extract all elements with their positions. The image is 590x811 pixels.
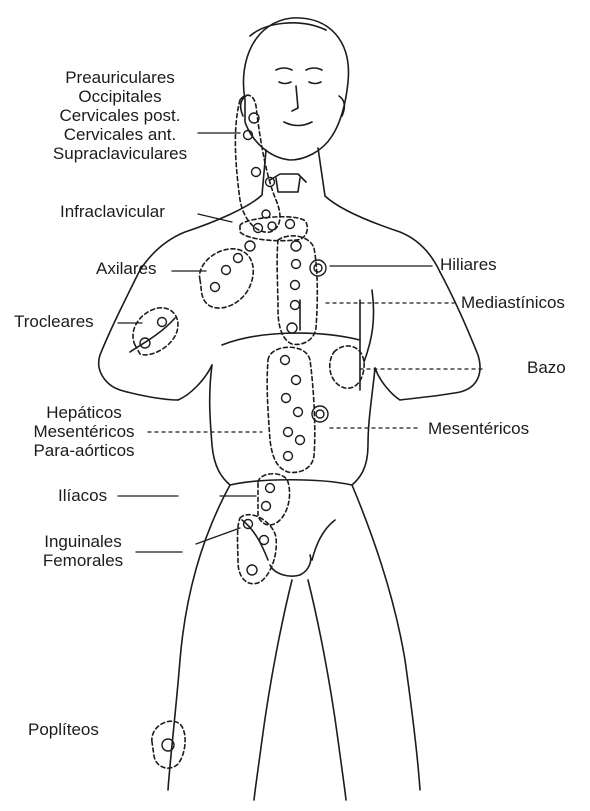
label-popliteos: Poplíteos [28,720,99,739]
popliteal-region [152,721,185,768]
axillary-region [200,249,254,308]
neck-outline [140,148,440,272]
label-inguinal-group: Inguinales Femorales [28,532,138,570]
label-head-group: Preauriculares Occipitales Cervicales po… [30,68,210,163]
iliac-region [258,474,290,525]
infraclavicular-region [240,217,307,241]
label-mesentericos-right: Mesentéricos [428,419,529,438]
label-inguinales: Inguinales [28,532,138,551]
label-trocleares: Trocleares [14,312,94,331]
label-mediastinicos: Mediastínicos [461,293,565,312]
label-abdominal-group: Hepáticos Mesentéricos Para-aórticos [6,403,162,460]
label-femorales: Femorales [28,551,138,570]
label-hepaticos: Hepáticos [6,403,162,422]
left-arm-outline [99,270,212,400]
label-occipitales: Occipitales [30,87,210,106]
label-hiliares: Hiliares [440,255,497,274]
label-infraclavicular: Infraclavicular [60,202,165,221]
label-cervicales-post: Cervicales post. [30,106,210,125]
trochlear-region [133,308,178,355]
label-iliacos: Ilíacos [58,486,107,505]
spleen-region [330,346,364,388]
label-cervicales-ant: Cervicales ant. [30,125,210,144]
label-bazo: Bazo [527,358,566,377]
label-para-aorticos: Para-aórticos [6,441,162,460]
label-preauriculares: Preauriculares [30,68,210,87]
label-axilares: Axilares [96,259,156,278]
leader-lines [118,133,484,552]
head-outline [241,18,349,160]
para-aortic-region [267,347,315,472]
legs-outline [168,485,420,800]
label-mesentericos-left: Mesentéricos [6,422,162,441]
label-supraclaviculares: Supraclaviculares [30,144,210,163]
right-arm-outline [360,272,480,400]
